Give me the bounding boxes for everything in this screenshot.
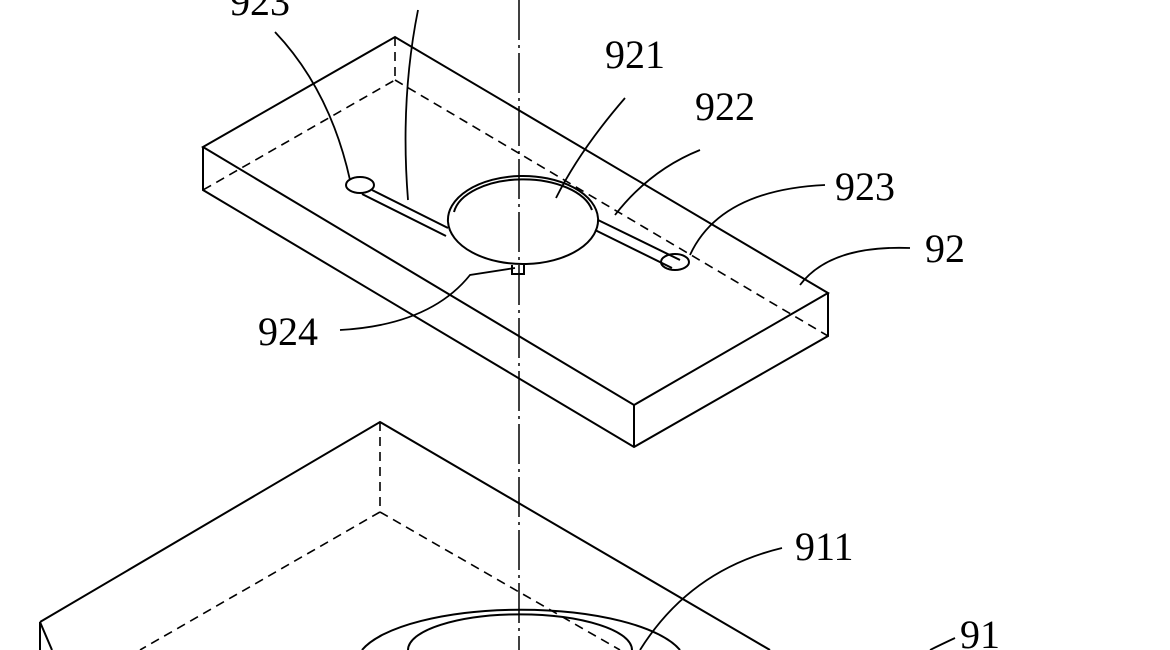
label-924: 924	[258, 309, 318, 354]
leader-911	[639, 547, 783, 650]
leader-922-top	[404, 9, 419, 201]
leader-92	[799, 246, 911, 286]
leader-91	[929, 637, 956, 650]
label-921: 921	[605, 32, 665, 77]
leader-923-right	[689, 184, 826, 256]
lower-block-91	[39, 420, 771, 650]
label-923-right: 923	[835, 164, 895, 209]
leader-923-top	[274, 31, 351, 181]
label-922: 922	[695, 84, 755, 129]
label-92: 92	[925, 226, 965, 271]
label-911: 911	[795, 524, 854, 569]
upper-plate-92	[201, 35, 830, 449]
leader-924	[339, 267, 516, 331]
label-923-top: 923	[230, 0, 290, 24]
label-91: 91	[960, 612, 1000, 650]
leader-922	[614, 149, 701, 216]
leader-921	[555, 97, 626, 199]
